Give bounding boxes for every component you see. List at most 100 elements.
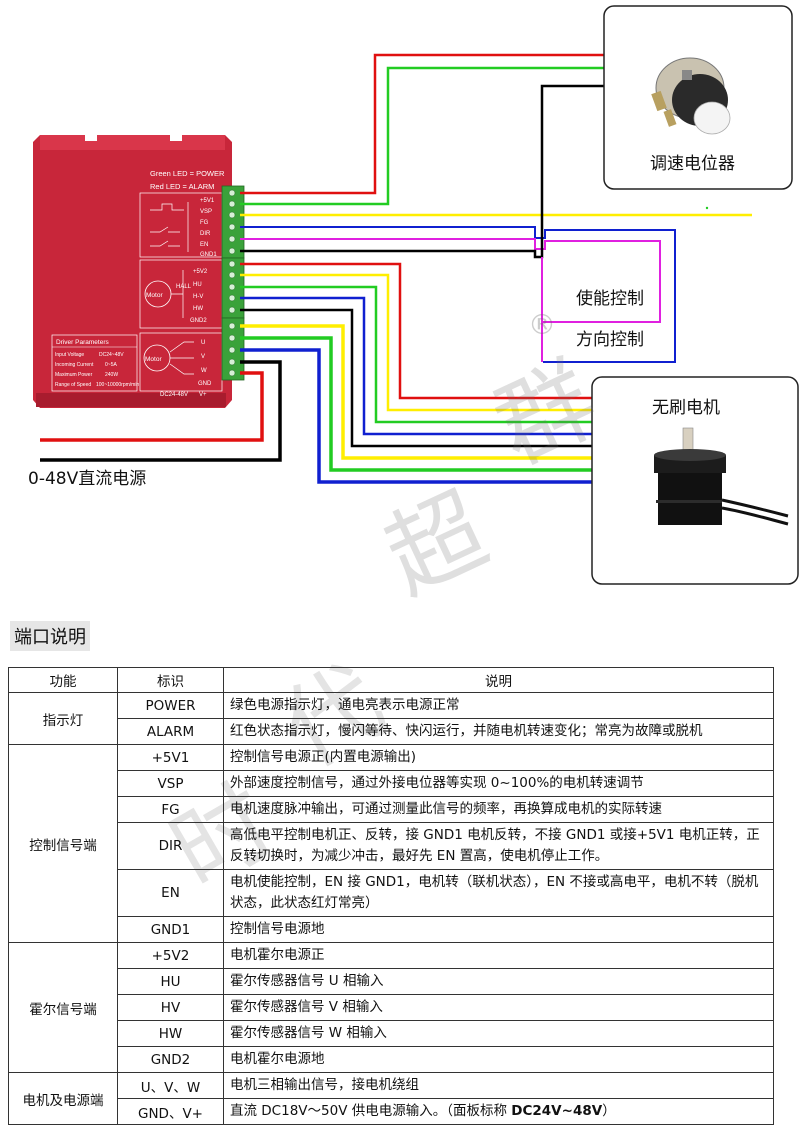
table-row: 控制信号端 +5V1 控制信号电源正(内置电源输出) xyxy=(8,744,774,943)
param-name: Maximum Power xyxy=(55,372,93,378)
table-row: HV 霍尔传感器信号 V 相输入 xyxy=(9,994,774,1021)
group-motor-power: 电机及电源端 xyxy=(8,1072,118,1125)
wire-gnd2 xyxy=(240,308,600,448)
wire-hu xyxy=(240,273,600,412)
table-row: 指示灯 POWER 绿色电源指示灯，通电亮表示电源正常 xyxy=(8,692,774,745)
row-description: 电机霍尔电源正 xyxy=(223,942,774,969)
table-header-row: 功能 标识 说明 xyxy=(8,667,774,693)
table-row: HW 霍尔传感器信号 W 相输入 xyxy=(9,1020,774,1047)
pin-label-5v1: +5V1 xyxy=(200,198,215,204)
row-mark: HV xyxy=(117,994,224,1021)
row-mark: +5V2 xyxy=(117,942,224,969)
desc-text: ） xyxy=(602,1103,616,1119)
motor-label: 无刷电机 xyxy=(652,398,720,418)
power-supply-label: 0-48V直流电源 xyxy=(28,469,146,489)
group-hall: 霍尔信号端 xyxy=(8,942,118,1073)
row-mark: GND、V+ xyxy=(117,1098,224,1125)
row-mark: GND2 xyxy=(117,1046,224,1073)
pin-label-u: U xyxy=(201,340,205,346)
potentiometer-icon xyxy=(651,57,731,135)
row-description: 霍尔传感器信号 V 相输入 xyxy=(223,994,774,1021)
param-value: 0~5A xyxy=(105,362,117,368)
led-alarm-label: Red LED = ALARM xyxy=(150,182,214,191)
terminal-blocks xyxy=(221,185,245,381)
pin-label-vplus: V+ xyxy=(199,392,207,398)
section-title: 端口说明 xyxy=(10,621,90,651)
row-mark: U、V、W xyxy=(117,1072,224,1099)
wire-hw xyxy=(240,296,600,436)
pin-label-5v2: +5V2 xyxy=(193,269,208,275)
pin-label-w: W xyxy=(201,368,207,374)
row-description: 控制信号电源地 xyxy=(223,916,774,943)
row-mark: GND1 xyxy=(117,916,224,943)
wire-vsp xyxy=(240,66,620,206)
hall-motor-label: Motor xyxy=(146,292,163,299)
row-mark: DIR xyxy=(117,822,224,870)
row-mark: HW xyxy=(117,1020,224,1047)
param-value: 100~10000rpm/min xyxy=(96,382,139,388)
wire-dir xyxy=(240,226,676,363)
table-row: ALARM 红色状态指示灯，慢闪等待、快闪运行，并随电机转速变化；常亮为故障或脱… xyxy=(9,718,774,745)
table-row: VSP 外部速度控制信号，通过外接电位器等实现 0~100%的电机转速调节 xyxy=(9,770,774,797)
pin-label-hu: HU xyxy=(193,282,202,288)
pin-label-dir: DIR xyxy=(200,231,211,237)
pin-label-hw: HW xyxy=(193,306,203,312)
potentiometer-label: 调速电位器 xyxy=(650,154,735,174)
wires xyxy=(40,53,752,484)
table-row: DIR 高低电平控制电机正、反转，接 GND1 电机反转，不接 GND1 或接+… xyxy=(9,822,774,870)
pin-label-gnd2: GND2 xyxy=(190,318,207,324)
wire-gnd-power xyxy=(40,360,282,462)
header-mark: 标识 xyxy=(117,667,224,693)
table-row: 霍尔信号端 +5V2 电机霍尔电源正 xyxy=(8,942,774,1073)
row-description: 控制信号电源正(内置电源输出) xyxy=(223,744,774,771)
bldc-motor-icon xyxy=(654,427,789,526)
row-mark: ALARM xyxy=(117,718,224,745)
wire-vplus-power xyxy=(40,371,264,442)
row-mark: FG xyxy=(117,796,224,823)
out-motor-label: Motor xyxy=(145,356,162,363)
row-description: 霍尔传感器信号 W 相输入 xyxy=(223,1020,774,1047)
row-description: 高低电平控制电机正、反转，接 GND1 电机反转，不接 GND1 或接+5V1 … xyxy=(223,822,774,870)
registered-mark: ® xyxy=(528,308,556,341)
pin-label-fg: FG xyxy=(200,220,209,226)
row-mark: +5V1 xyxy=(117,744,224,771)
table-row: GND1 控制信号电源地 xyxy=(9,916,774,943)
driver-box: Green LED = POWER Red LED = ALARM +5V1 V… xyxy=(33,135,232,408)
row-description: 电机速度脉冲输出，可通过测量此信号的频率，再换算成电机的实际转速 xyxy=(223,796,774,823)
row-mark: EN xyxy=(117,869,224,917)
pin-label-v: V xyxy=(201,354,205,360)
enable-control-label: 使能控制 xyxy=(576,288,644,309)
header-description: 说明 xyxy=(223,667,774,693)
wire-v xyxy=(240,336,600,472)
row-description: 绿色电源指示灯，通电亮表示电源正常 xyxy=(223,692,774,719)
table-row: HU 霍尔传感器信号 U 相输入 xyxy=(9,968,774,995)
port-table: 功能 标识 说明 指示灯 POWER 绿色电源指示灯，通电亮表示电源正常 ALA… xyxy=(8,667,774,1125)
row-mark: HU xyxy=(117,968,224,995)
param-name: Range of Speed xyxy=(55,382,91,388)
row-description: 电机霍尔电源地 xyxy=(223,1046,774,1073)
potentiometer-box: 调速电位器 xyxy=(603,5,793,190)
row-mark: VSP xyxy=(117,770,224,797)
pin-label-en: EN xyxy=(200,242,208,248)
desc-bold-voltage: DC24V~48V xyxy=(511,1103,603,1119)
table-row: GND、V+ 直流 DC18V～50V 供电电源输入。（面板标称 DC24V~4… xyxy=(9,1098,774,1125)
wiring-diagram: Green LED = POWER Red LED = ALARM +5V1 V… xyxy=(28,5,799,600)
table-row: 电机及电源端 U、V、W 电机三相输出信号，接电机绕组 xyxy=(8,1072,774,1125)
pin-label-vsp: VSP xyxy=(200,209,212,215)
row-mark: POWER xyxy=(117,692,224,719)
param-name: Input Voltage xyxy=(55,352,84,358)
direction-control-label: 方向控制 xyxy=(576,330,644,350)
param-value: 240W xyxy=(105,372,118,378)
table-row: FG 电机速度脉冲输出，可通过测量此信号的频率，再换算成电机的实际转速 xyxy=(9,796,774,823)
row-description: 霍尔传感器信号 U 相输入 xyxy=(223,968,774,995)
wire-5v2 xyxy=(240,262,600,400)
wire-u xyxy=(240,324,600,460)
wire-5v1 xyxy=(240,53,620,195)
param-value: DC24~48V xyxy=(99,352,124,358)
pin-label-gnd1: GND1 xyxy=(200,252,217,258)
desc-text: 直流 DC18V～50V 供电电源输入。（面板标称 xyxy=(230,1103,512,1119)
table-row: EN 电机使能控制，EN 接 GND1，电机转（联机状态），EN 不接或高电平，… xyxy=(9,869,774,917)
led-power-label: Green LED = POWER xyxy=(150,169,225,178)
watermark-char: 超 xyxy=(369,473,503,600)
pin-label-hv: H-V xyxy=(193,294,203,300)
